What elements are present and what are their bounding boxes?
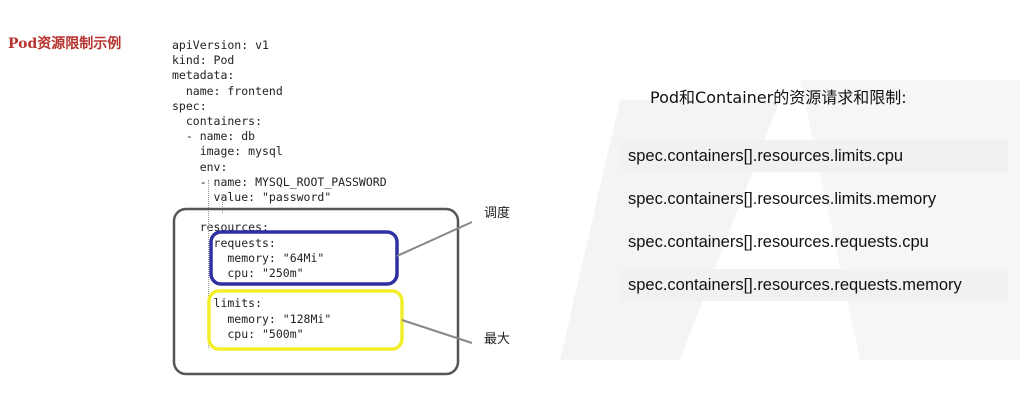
requests-callout-line [396, 221, 473, 257]
yaml-line: kind: Pod [172, 53, 235, 68]
yaml-line: containers: [172, 114, 263, 129]
limits-highlight-box [207, 289, 404, 351]
yaml-line: cpu: "250m" [172, 266, 304, 281]
yaml-line: env: [172, 159, 228, 174]
yaml-line: memory: "128Mi" [172, 311, 332, 326]
indent-guide [208, 180, 209, 348]
yaml-line: image: mysql [172, 144, 283, 159]
list-item: spec.containers[].resources.limits.cpu [620, 140, 1008, 172]
resource-fields-list: spec.containers[].resources.limits.cpu s… [620, 140, 1008, 312]
requests-highlight-box [209, 230, 399, 286]
list-item: spec.containers[].resources.requests.cpu [628, 233, 929, 251]
yaml-line: memory: "64Mi" [172, 250, 325, 265]
limits-callout-line [401, 319, 473, 344]
yaml-line: apiVersion: v1 [172, 38, 269, 52]
list-item: spec.containers[].resources.requests.mem… [620, 269, 1008, 301]
limits-annotation-label: 最大 [484, 332, 511, 347]
list-item: spec.containers[].resources.limits.memor… [628, 190, 937, 208]
slide-title: Pod资源限制示例 [8, 36, 122, 52]
yaml-line: - name: MYSQL_ROOT_PASSWORD [172, 174, 387, 189]
yaml-line: spec: [172, 98, 207, 113]
yaml-line: cpu: "500m" [172, 326, 304, 341]
yaml-line: value: "password" [172, 190, 332, 205]
yaml-line: limits: [172, 296, 263, 311]
resources-highlight-box [172, 207, 460, 376]
yaml-line: metadata: [172, 68, 235, 83]
yaml-line: - name: db [172, 129, 256, 144]
yaml-line: name: frontend [172, 83, 283, 98]
yaml-code-block: apiVersion: v1 kind: Pod metadata: name:… [172, 38, 387, 342]
yaml-line: requests: [172, 235, 276, 250]
indent-guide [222, 195, 223, 213]
resource-fields-heading: Pod和Container的资源请求和限制: [650, 88, 907, 107]
requests-annotation-label: 调度 [484, 206, 511, 221]
